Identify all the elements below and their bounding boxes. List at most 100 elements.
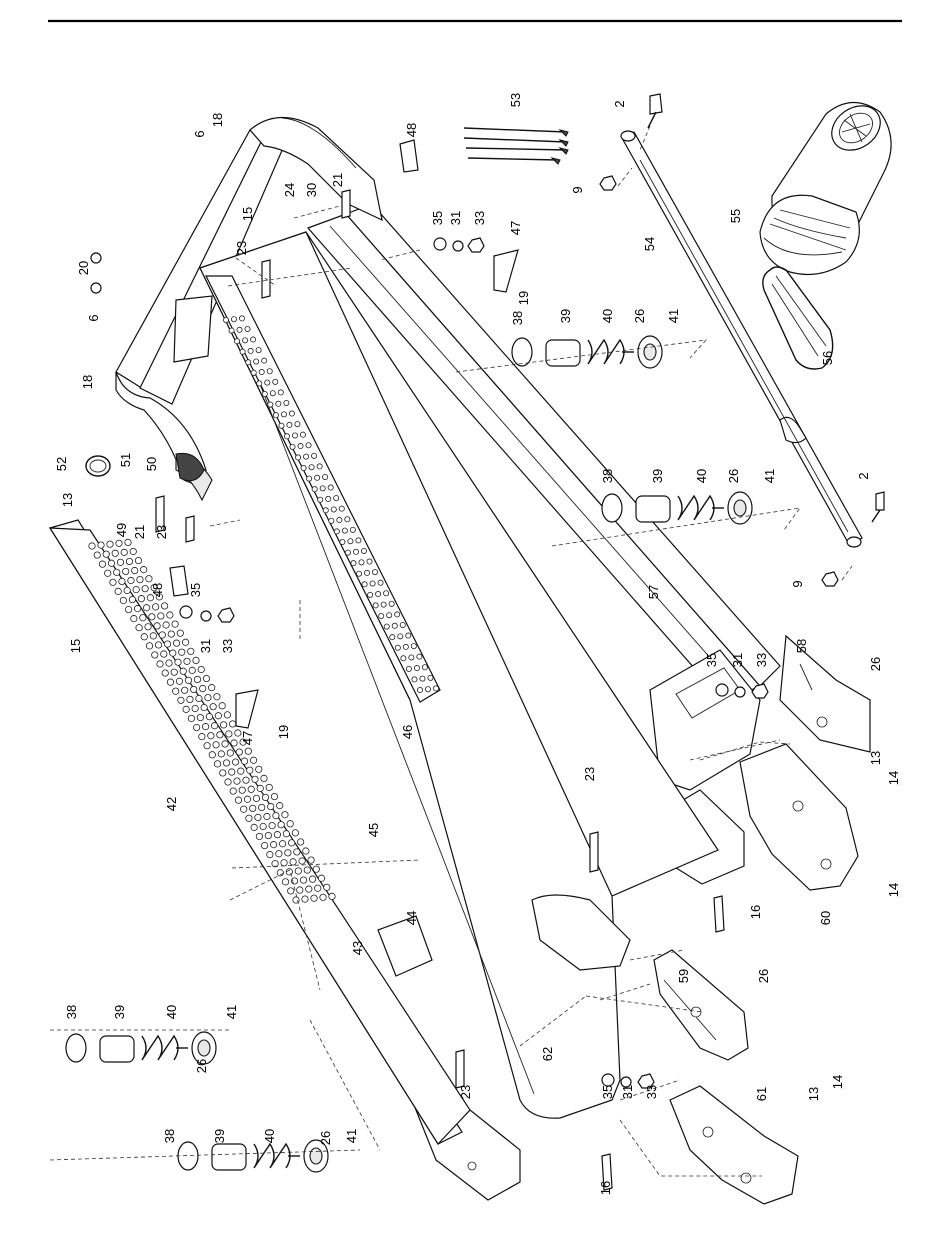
perforation-hole xyxy=(217,732,223,738)
perforation-hole xyxy=(362,582,367,587)
perforation-hole xyxy=(124,587,130,593)
part-label-30: 30 xyxy=(304,183,319,197)
perforation-hole xyxy=(150,633,156,639)
part-label-13a: 13 xyxy=(60,493,75,507)
perforation-hole xyxy=(295,455,300,460)
part-label-9b: 9 xyxy=(790,580,805,587)
perforation-hole xyxy=(356,538,361,543)
perforation-hole xyxy=(234,778,240,784)
perforation-hole xyxy=(227,750,233,756)
perforation-hole xyxy=(192,705,198,711)
perforation-hole xyxy=(240,806,246,812)
perforation-hole xyxy=(381,602,386,607)
perforation-hole xyxy=(282,879,288,885)
perforation-hole xyxy=(110,579,116,585)
perforation-hole xyxy=(238,768,244,774)
right-front-hood xyxy=(740,744,858,890)
perforation-hole xyxy=(345,550,350,555)
perforation-hole xyxy=(237,327,242,332)
perforation-hole xyxy=(128,577,134,583)
perforation-hole xyxy=(376,591,381,596)
part-label-40a: 40 xyxy=(600,309,615,323)
part-label-39b: 39 xyxy=(650,469,665,483)
perforation-hole xyxy=(229,769,235,775)
perforation-hole xyxy=(414,665,419,670)
perforation-hole xyxy=(143,605,149,611)
perforation-hole xyxy=(254,359,259,364)
perforation-hole xyxy=(218,751,224,757)
part-label-19b: 19 xyxy=(276,725,291,739)
part-label-41c: 41 xyxy=(224,1005,239,1019)
perforation-hole xyxy=(224,712,230,718)
perforation-hole xyxy=(284,400,289,405)
part-label-2b: 2 xyxy=(856,472,871,479)
perforation-hole xyxy=(223,317,228,322)
perforation-hole xyxy=(342,528,347,533)
perforation-hole xyxy=(364,570,369,575)
part-label-13c: 13 xyxy=(806,1087,821,1101)
perforation-hole xyxy=(141,634,147,640)
perforation-hole xyxy=(276,851,282,857)
perforation-hole xyxy=(94,552,100,558)
perforation-hole xyxy=(348,539,353,544)
perforation-hole xyxy=(283,831,289,837)
perforation-hole xyxy=(334,529,339,534)
perforation-hole xyxy=(398,634,403,639)
perforation-hole xyxy=(309,876,315,882)
part-label-21b: 21 xyxy=(132,525,147,539)
perforation-hole xyxy=(163,622,169,628)
perforation-hole xyxy=(308,857,314,863)
perforation-hole xyxy=(273,812,279,818)
perforation-hole xyxy=(288,840,294,846)
part-label-33c: 33 xyxy=(754,653,769,667)
part-label-50: 50 xyxy=(144,457,159,471)
perforation-hole xyxy=(119,578,125,584)
perforation-hole xyxy=(129,596,135,602)
part-label-42: 42 xyxy=(164,797,179,811)
perforation-hole xyxy=(245,748,251,754)
perforation-hole xyxy=(208,733,214,739)
perforation-hole xyxy=(225,779,231,785)
perforation-hole xyxy=(161,651,167,657)
part-label-26d: 26 xyxy=(756,969,771,983)
perforation-hole xyxy=(318,497,323,502)
perforation-hole xyxy=(273,413,278,418)
perforation-hole xyxy=(353,549,358,554)
part-label-41b: 41 xyxy=(762,469,777,483)
perforation-hole xyxy=(256,833,262,839)
perforation-hole xyxy=(311,895,317,901)
perforation-hole xyxy=(313,866,319,872)
perforation-hole xyxy=(248,786,254,792)
part-label-9a: 9 xyxy=(570,186,585,193)
perforation-hole xyxy=(231,740,237,746)
perforation-hole xyxy=(231,317,236,322)
perforation-hole xyxy=(345,517,350,522)
perforation-hole xyxy=(215,713,221,719)
perforation-hole xyxy=(181,687,187,693)
perforation-hole xyxy=(164,641,170,647)
perforation-hole xyxy=(188,715,194,721)
left-rear-cap xyxy=(654,950,748,1060)
perforation-hole xyxy=(130,548,136,554)
perforation-hole xyxy=(161,603,167,609)
perforation-hole xyxy=(172,688,178,694)
part-label-26a: 26 xyxy=(632,309,647,323)
drive-motor xyxy=(760,97,891,275)
perforation-hole xyxy=(179,649,185,655)
perforation-hole xyxy=(262,358,267,363)
perforation-hole xyxy=(276,401,281,406)
perforation-hole xyxy=(303,454,308,459)
perforation-hole xyxy=(122,568,128,574)
part-label-23a: 23 xyxy=(234,241,249,255)
perforation-hole xyxy=(278,390,283,395)
perforation-hole xyxy=(209,752,215,758)
perforation-hole xyxy=(271,793,277,799)
perforation-hole xyxy=(433,686,438,691)
perforation-hole xyxy=(257,381,262,386)
perforation-hole xyxy=(303,848,309,854)
perforation-hole xyxy=(317,464,322,469)
part-label-2a: 2 xyxy=(612,100,627,107)
perforation-hole xyxy=(157,661,163,667)
perforation-hole xyxy=(155,642,161,648)
perforation-hole xyxy=(273,379,278,384)
